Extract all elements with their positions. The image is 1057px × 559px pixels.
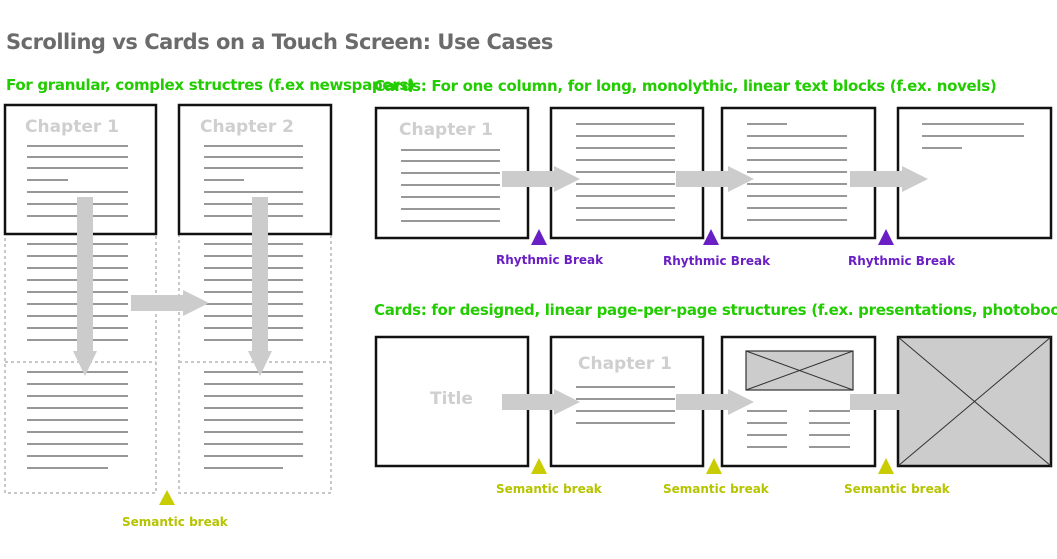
scrolling-heading: For granular, complex structres (f.ex ne… [6, 76, 415, 94]
novel-card-3 [720, 106, 877, 240]
rhythmic-break-label-3: Rhythmic Break [848, 254, 956, 268]
rhythmic-break-label-1: Rhythmic Break [496, 253, 604, 267]
rhythmic-break-marker-3 [878, 229, 894, 245]
rhythmic-break-marker-1 [531, 229, 547, 245]
rhythmic-break-label-2: Rhythmic Break [663, 254, 771, 268]
scroll-page-1-label: Chapter 1 [25, 117, 119, 137]
scroll-page-1: Chapter 1 [3, 103, 158, 494]
scroll-next-chapter-arrow [131, 290, 209, 316]
semantic-break-marker-scroll [159, 490, 175, 505]
novel-cards: Chapter 1 [374, 106, 1053, 268]
semantic-break-label-2: Semantic break [663, 482, 770, 496]
scroll-page-2: Chapter 2 [177, 103, 333, 494]
page-title: Scrolling vs Cards on a Touch Screen: Us… [6, 30, 553, 54]
semantic-break-label-scroll: Semantic break [122, 515, 229, 529]
rhythmic-break-marker-2 [703, 229, 719, 245]
novel-card-4 [896, 106, 1053, 240]
image-placeholder-small [745, 350, 854, 391]
scroll-down-arrow-2 [248, 197, 272, 376]
scroll-page-2-label: Chapter 2 [200, 117, 294, 137]
presentation-card-title-label: Title [430, 389, 473, 409]
novel-card-1-label: Chapter 1 [399, 120, 493, 140]
presentation-card-chapter-label: Chapter 1 [578, 354, 672, 374]
novel-cards-heading: Cards: For one column, for long, monolyt… [374, 77, 997, 95]
semantic-break-label-3: Semantic break [844, 482, 951, 496]
semantic-break-label-1: Semantic break [496, 482, 603, 496]
presentation-cards-heading: Cards: for designed, linear page-per-pag… [374, 301, 1057, 319]
semantic-break-marker-2 [706, 458, 722, 474]
semantic-break-marker-1 [531, 458, 547, 474]
scroll-down-arrow-1 [73, 197, 97, 376]
presentation-cards: Title Chapter 1 Semanti [374, 335, 1053, 496]
scroll-page-2-text-lines [204, 145, 303, 469]
semantic-break-marker-3 [878, 458, 894, 474]
